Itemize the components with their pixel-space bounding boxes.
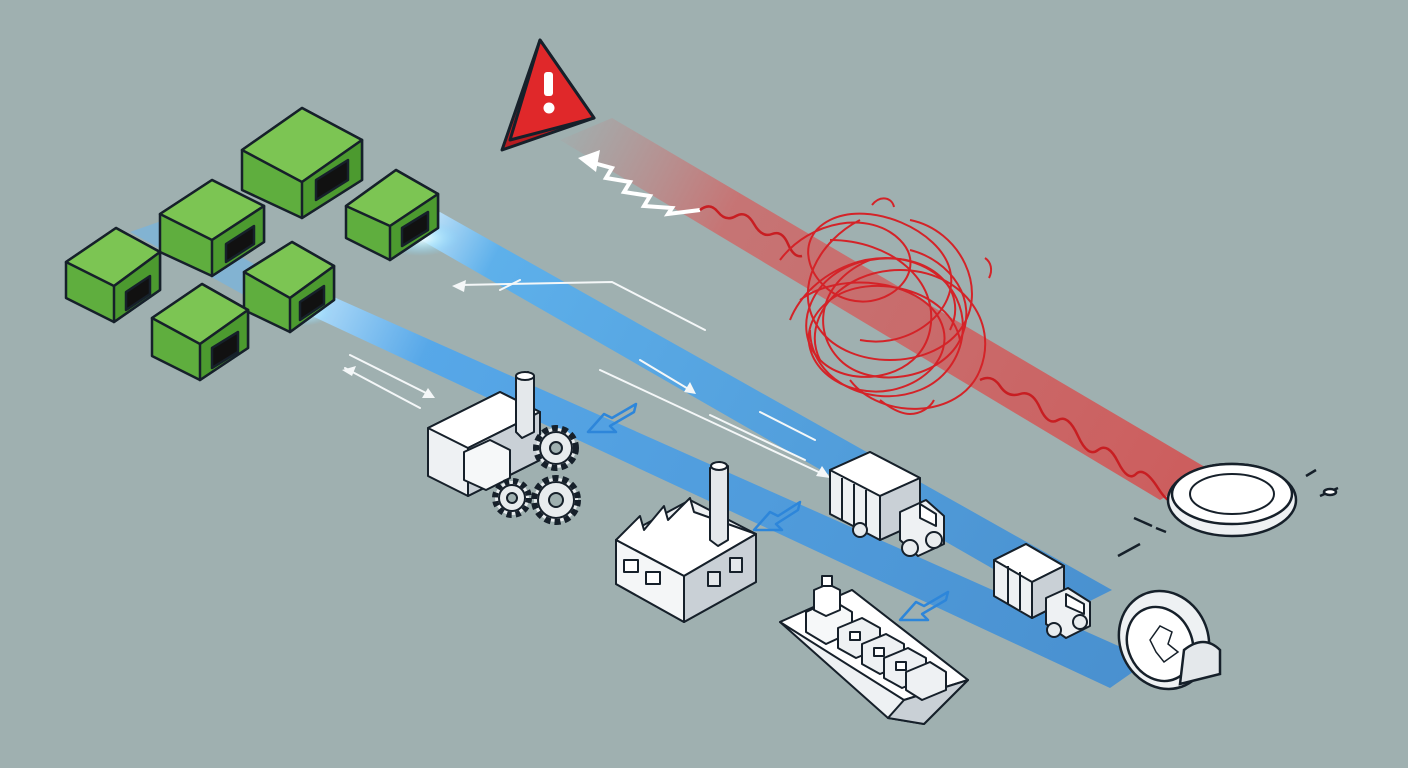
warehouses xyxy=(64,106,440,382)
coin-icon xyxy=(1117,589,1222,691)
factory-icon xyxy=(615,461,757,623)
disrupted-flow xyxy=(560,118,1210,503)
flow-arrowheads xyxy=(342,280,830,478)
zigzag-arrow-head xyxy=(578,150,600,172)
red-flow-band xyxy=(560,118,1210,500)
plate-with-utensils-icon xyxy=(1117,462,1339,558)
warning-icon xyxy=(500,38,596,152)
small-truck-icon xyxy=(993,543,1091,639)
down-arrow-1 xyxy=(586,402,638,434)
warehouse-icon xyxy=(344,168,440,262)
warehouse-icon xyxy=(240,106,364,220)
down-arrow-3 xyxy=(898,590,950,622)
flow-arrows xyxy=(344,279,826,476)
red-wave-in xyxy=(699,205,803,258)
red-wave-out xyxy=(979,376,1180,503)
warehouse-icon xyxy=(64,226,162,324)
warehouse-icon xyxy=(150,282,250,382)
down-arrow-2 xyxy=(752,500,802,532)
gear-icon xyxy=(531,475,581,525)
zigzag-arrow xyxy=(589,160,701,217)
warehouse-icon xyxy=(242,240,336,334)
cargo-ship-icon xyxy=(779,575,969,725)
factory-gears-icon xyxy=(427,371,581,525)
gear-icon xyxy=(533,425,579,471)
warehouse-icon xyxy=(158,178,266,278)
truck-icon xyxy=(829,451,945,557)
fork-icon xyxy=(1117,516,1167,558)
tangled-line xyxy=(779,197,993,416)
down-arrows xyxy=(586,402,950,622)
cargo-containers xyxy=(837,617,947,701)
gear-icon xyxy=(492,478,532,518)
